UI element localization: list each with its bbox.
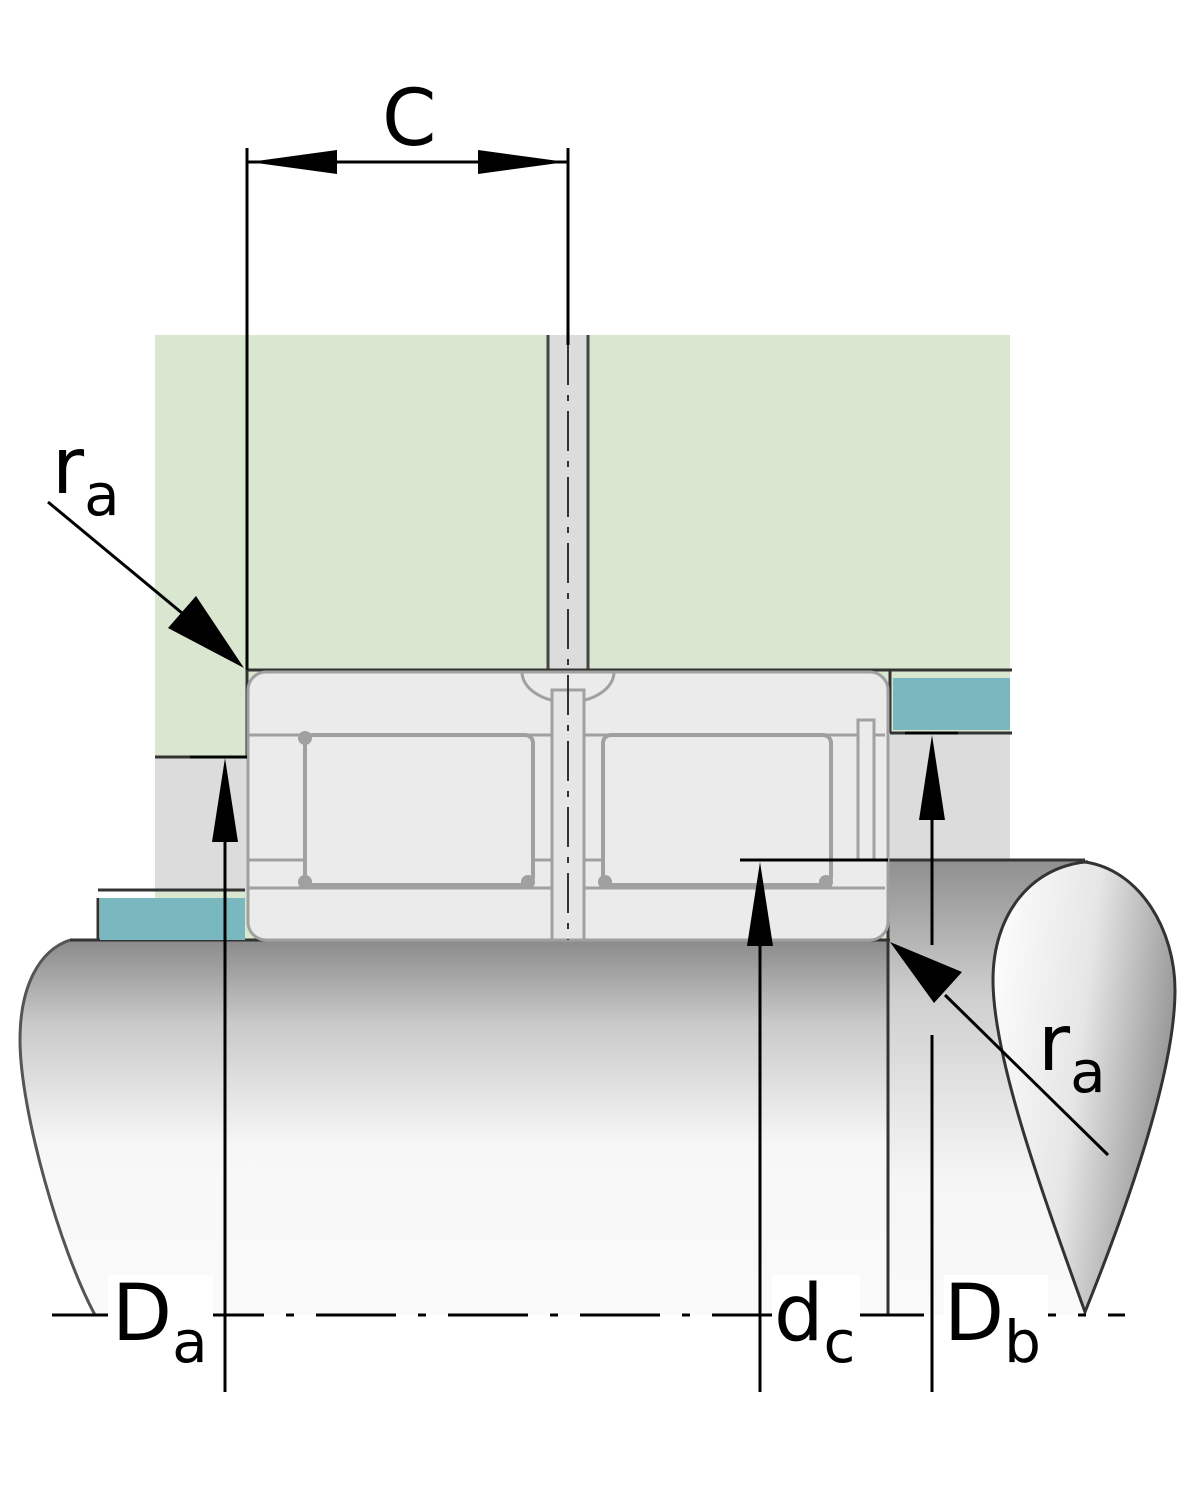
dimension-da [190, 755, 247, 1392]
shaft-end-face [991, 860, 1177, 1317]
housing-right-gap [885, 735, 1010, 860]
arrowhead-da [212, 758, 238, 842]
arrowhead-ra-top [168, 596, 244, 668]
label-dc: dc [774, 1269, 855, 1376]
roller-left [303, 733, 535, 887]
arrowhead-c-right [478, 150, 566, 174]
label-ra-bottom: ra [1038, 999, 1106, 1106]
label-ra-top: ra [52, 422, 120, 529]
shaft [18, 858, 1177, 1317]
snap-ring [856, 718, 876, 862]
shaft-body [20, 940, 890, 1315]
spacer-ring-right [893, 678, 1010, 730]
label-da: Da [112, 1269, 208, 1376]
dimension-db [905, 731, 958, 1392]
cylindrical-roller-bearing [246, 670, 890, 942]
arrowhead-db [919, 735, 945, 820]
label-c: C [382, 74, 436, 164]
roller-right [601, 733, 833, 887]
arrowhead-c-left [249, 150, 337, 174]
label-db: Db [944, 1269, 1041, 1376]
arrowhead-dc [747, 862, 773, 946]
spacer-ring-left [100, 898, 245, 940]
ra-leaders [47, 500, 1110, 1157]
spacer-rings [96, 668, 1012, 940]
arrowhead-ra-bottom [890, 942, 962, 1003]
dimension-dc [740, 858, 888, 1392]
dimension-c [245, 148, 570, 670]
